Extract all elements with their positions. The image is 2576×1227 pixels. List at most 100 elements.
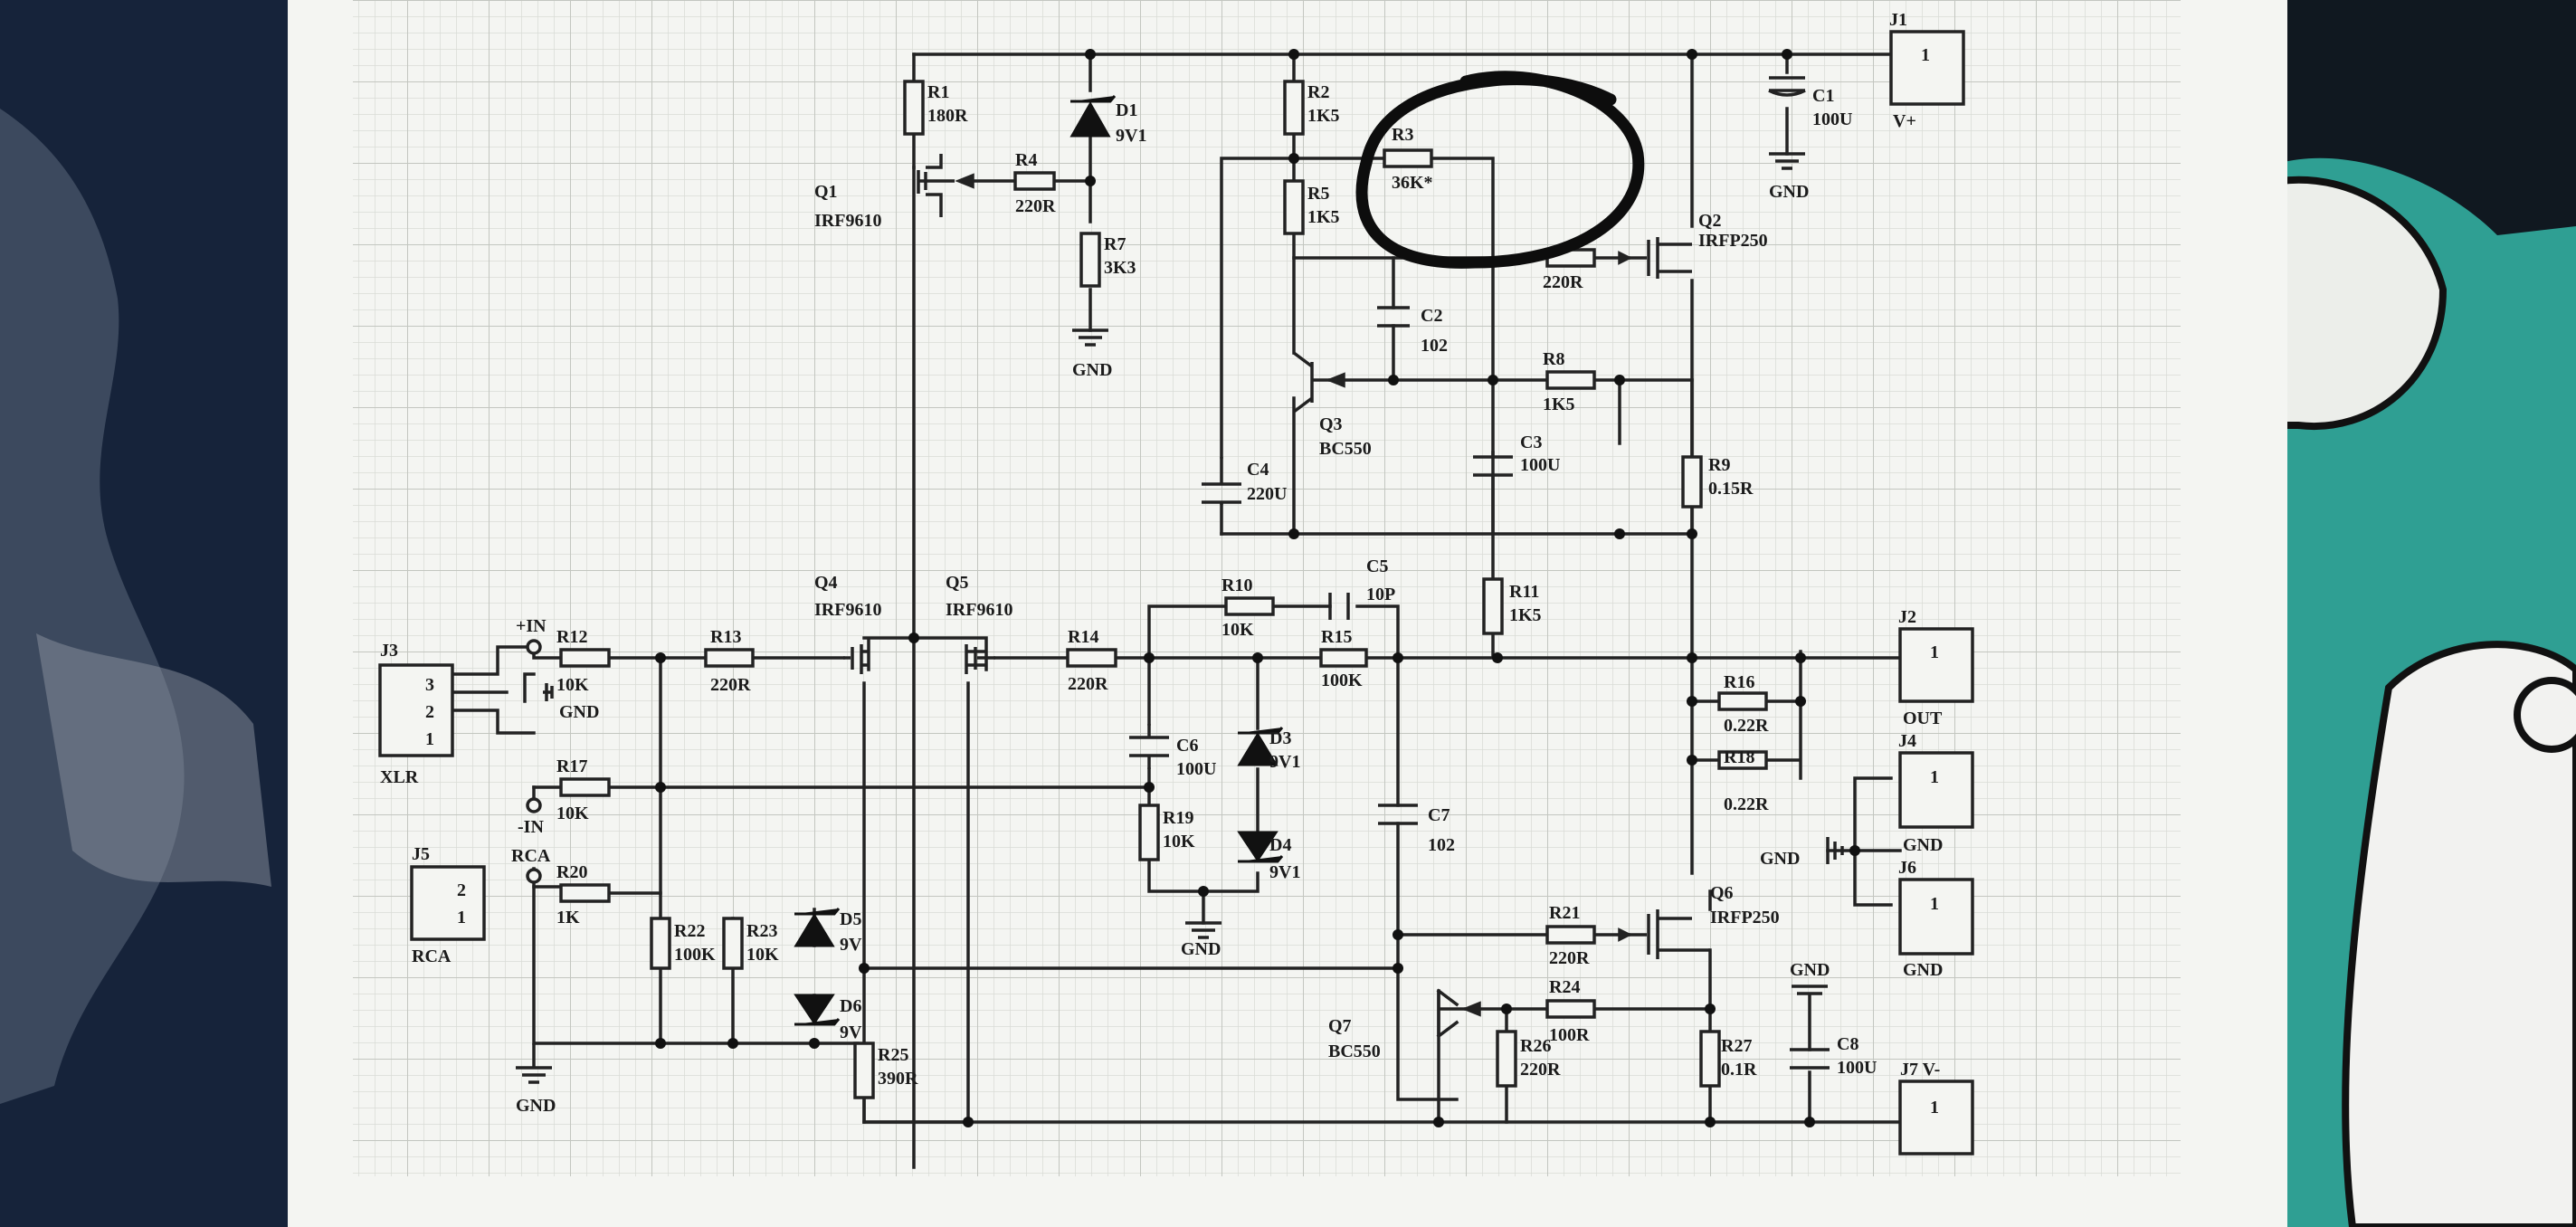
r4-ref: R4 — [1015, 150, 1037, 170]
r24-ref: R24 — [1549, 977, 1580, 997]
r8-val: 1K5 — [1543, 395, 1575, 414]
q7-val: BC550 — [1328, 1042, 1381, 1061]
capacitor-c7 — [1378, 804, 1418, 825]
resistor-r4 — [1013, 171, 1056, 191]
r5-val: 1K5 — [1307, 207, 1340, 227]
r25-val: 390R — [878, 1069, 918, 1089]
connector-j5 — [410, 865, 486, 941]
resistor-r3 — [1383, 148, 1433, 168]
r20-ref: R20 — [556, 862, 587, 882]
connectors — [378, 30, 1974, 1156]
net-gnd-xlr: GND — [559, 702, 599, 722]
gnd-d1 — [1072, 328, 1108, 347]
j1-label: V+ — [1893, 111, 1916, 131]
gnd-d4 — [1185, 921, 1221, 939]
net-gnd-d1: GND — [1072, 360, 1112, 380]
net-gnd-c8: GND — [1790, 960, 1830, 980]
gnd-j4j6 — [1826, 837, 1844, 864]
bjt-q3 — [1292, 351, 1345, 414]
r14-ref: R14 — [1068, 627, 1098, 647]
c7-ref: C7 — [1428, 805, 1450, 825]
j2-label: OUT — [1903, 709, 1943, 728]
r8-ref: R8 — [1543, 349, 1564, 369]
j5-label: RCA — [412, 946, 452, 966]
c3-val: 100U — [1520, 455, 1560, 475]
resistor-r12 — [559, 648, 611, 668]
d6-ref: D6 — [840, 996, 861, 1016]
j2-pin: 1 — [1930, 642, 1939, 662]
resistor-r26 — [1496, 1030, 1517, 1088]
d6-val: 9V — [840, 1022, 862, 1042]
mosfet-q2 — [1618, 237, 1692, 279]
r22-ref: R22 — [674, 921, 705, 941]
j4-pin: 1 — [1930, 767, 1939, 787]
resistor-bodies — [559, 80, 1768, 1099]
gnd-input — [516, 1043, 552, 1084]
r1-val: 180R — [927, 106, 968, 126]
r23-ref: R23 — [746, 921, 777, 941]
capacitor-c8 — [1790, 1048, 1830, 1070]
resistor-r25 — [853, 1042, 875, 1099]
j3-ref: J3 — [380, 641, 398, 661]
resistor-r27 — [1699, 1030, 1721, 1088]
paper-grid — [353, 0, 2181, 1176]
connector-j6 — [1898, 878, 1974, 956]
j3-label: XLR — [380, 767, 419, 787]
r2-val: 1K5 — [1307, 106, 1340, 126]
bjt-q7 — [1437, 991, 1481, 1036]
fabric-pattern-right — [2280, 0, 2576, 235]
net-gnd-c1: GND — [1769, 182, 1809, 202]
r10-ref: R10 — [1221, 575, 1252, 595]
terminal-plus-in — [526, 639, 542, 655]
mosfet-q6 — [1618, 909, 1710, 959]
r16-val: 0.22R — [1724, 716, 1769, 736]
j1-ref: J1 — [1889, 10, 1907, 30]
capacitor-c2 — [1377, 306, 1410, 328]
mosfet-q1 — [917, 154, 974, 217]
net-gnd-j4: GND — [1760, 849, 1800, 869]
r25-ref: R25 — [878, 1045, 908, 1065]
net-plus-in: +IN — [516, 616, 547, 636]
c5-val: 10P — [1366, 585, 1395, 604]
transistor-symbols — [843, 154, 1710, 1036]
capacitor-c1 — [1768, 76, 1806, 97]
resistor-r7 — [1079, 232, 1101, 288]
r9-ref: R9 — [1708, 455, 1730, 475]
resistor-r19 — [1138, 804, 1160, 861]
c7-val: 102 — [1428, 835, 1455, 855]
c8-ref: C8 — [1837, 1034, 1858, 1054]
d3-ref: D3 — [1269, 728, 1291, 748]
d5-ref: D5 — [840, 909, 861, 929]
r13-val: 220R — [710, 675, 751, 695]
mosfet-q5 — [965, 644, 995, 674]
j2-ref: J2 — [1898, 607, 1916, 627]
r17-ref: R17 — [556, 756, 587, 776]
connector-j4 — [1898, 751, 1974, 829]
hand-drawn-circle-annotation — [1355, 71, 1645, 269]
r17-val: 10K — [556, 804, 589, 823]
diode-d1 — [1069, 95, 1117, 138]
j6-ref: J6 — [1898, 858, 1916, 878]
d5-val: 9V — [840, 935, 862, 955]
zener-diodes — [794, 95, 1284, 1026]
r18-ref: R18 — [1724, 747, 1754, 767]
r3-val: 36K* — [1392, 173, 1433, 193]
r12-ref: R12 — [556, 627, 587, 647]
c6-val: 100U — [1176, 759, 1216, 779]
diode-d5 — [794, 908, 841, 947]
r11-ref: R11 — [1509, 582, 1539, 602]
connector-j2 — [1898, 627, 1974, 703]
c4-val: 220U — [1247, 484, 1287, 504]
r14-val: 220R — [1068, 674, 1108, 694]
c2-ref: C2 — [1421, 306, 1442, 326]
wires — [451, 52, 1902, 1169]
c1-gnd-symbol — [1769, 152, 1805, 170]
resistor-r1 — [903, 80, 925, 136]
c8-val: 100U — [1837, 1058, 1877, 1078]
d4-val: 9V1 — [1269, 862, 1300, 882]
r18-val: 0.22R — [1724, 794, 1769, 814]
resistor-r24 — [1545, 999, 1596, 1019]
q5-ref: Q5 — [946, 573, 969, 593]
